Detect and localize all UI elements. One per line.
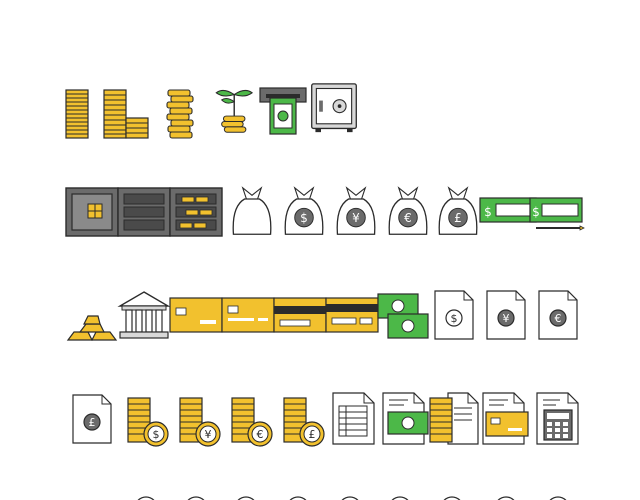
document-pound-icon: £ xyxy=(72,394,124,446)
document-yen-icon: ¥ xyxy=(486,290,538,342)
money-plant-icon xyxy=(210,82,262,134)
svg-text:£: £ xyxy=(454,211,462,225)
money-bag-yen-icon: ¥ xyxy=(330,186,382,238)
coin-stack-tall-icon xyxy=(62,88,114,140)
svg-text:$: $ xyxy=(153,428,160,441)
bank-building-icon xyxy=(117,290,171,342)
invoice-card-icon xyxy=(482,392,534,445)
coins-pound-icon: £ xyxy=(282,396,334,448)
document-euro-icon: € xyxy=(538,290,590,342)
svg-text:£: £ xyxy=(89,416,96,429)
credit-card-back-icon xyxy=(273,297,327,350)
credit-card-front-alt-icon xyxy=(221,297,275,350)
svg-text:€: € xyxy=(404,211,412,225)
partial-row xyxy=(0,492,640,500)
gold-bars-icon xyxy=(66,296,118,348)
coin-stack-uneven-icon xyxy=(162,88,214,140)
svg-text:$: $ xyxy=(484,205,492,219)
vault-shelves-icon xyxy=(117,187,171,240)
atm-cash-icon xyxy=(258,86,310,138)
invoice-calculator-icon xyxy=(536,392,588,445)
svg-text:$: $ xyxy=(532,205,540,219)
svg-text:$: $ xyxy=(300,211,308,225)
svg-text:¥: ¥ xyxy=(352,211,360,225)
svg-text:¥: ¥ xyxy=(205,428,212,441)
cheque-icon: $ $ xyxy=(479,194,586,246)
invoice-icon xyxy=(332,392,384,445)
invoice-cash-icon xyxy=(382,392,434,445)
svg-text:¥: ¥ xyxy=(503,312,510,325)
money-bag-dollar-icon: $ xyxy=(278,186,330,238)
svg-text:$: $ xyxy=(451,312,458,325)
money-bag-icon xyxy=(226,186,278,238)
safe-icon xyxy=(308,82,360,134)
coins-dollar-icon: $ xyxy=(126,396,178,448)
money-bag-pound-icon: £ xyxy=(432,186,484,238)
svg-text:€: € xyxy=(257,428,264,441)
document-dollar-icon: $ xyxy=(434,290,486,342)
credit-card-front-icon xyxy=(169,297,223,350)
safe-front-icon xyxy=(65,187,119,240)
invoice-coins-icon xyxy=(428,392,480,445)
coins-yen-icon: ¥ xyxy=(178,396,230,448)
money-bag-euro-icon: € xyxy=(382,186,434,238)
vault-gold-bars-icon xyxy=(169,187,223,240)
credit-card-back-alt-icon xyxy=(325,297,379,350)
coin-stack-pair-icon xyxy=(102,88,154,140)
banknotes-icon xyxy=(377,292,430,344)
svg-text:£: £ xyxy=(309,428,316,441)
coins-euro-icon: € xyxy=(230,396,282,448)
svg-text:€: € xyxy=(555,312,562,325)
